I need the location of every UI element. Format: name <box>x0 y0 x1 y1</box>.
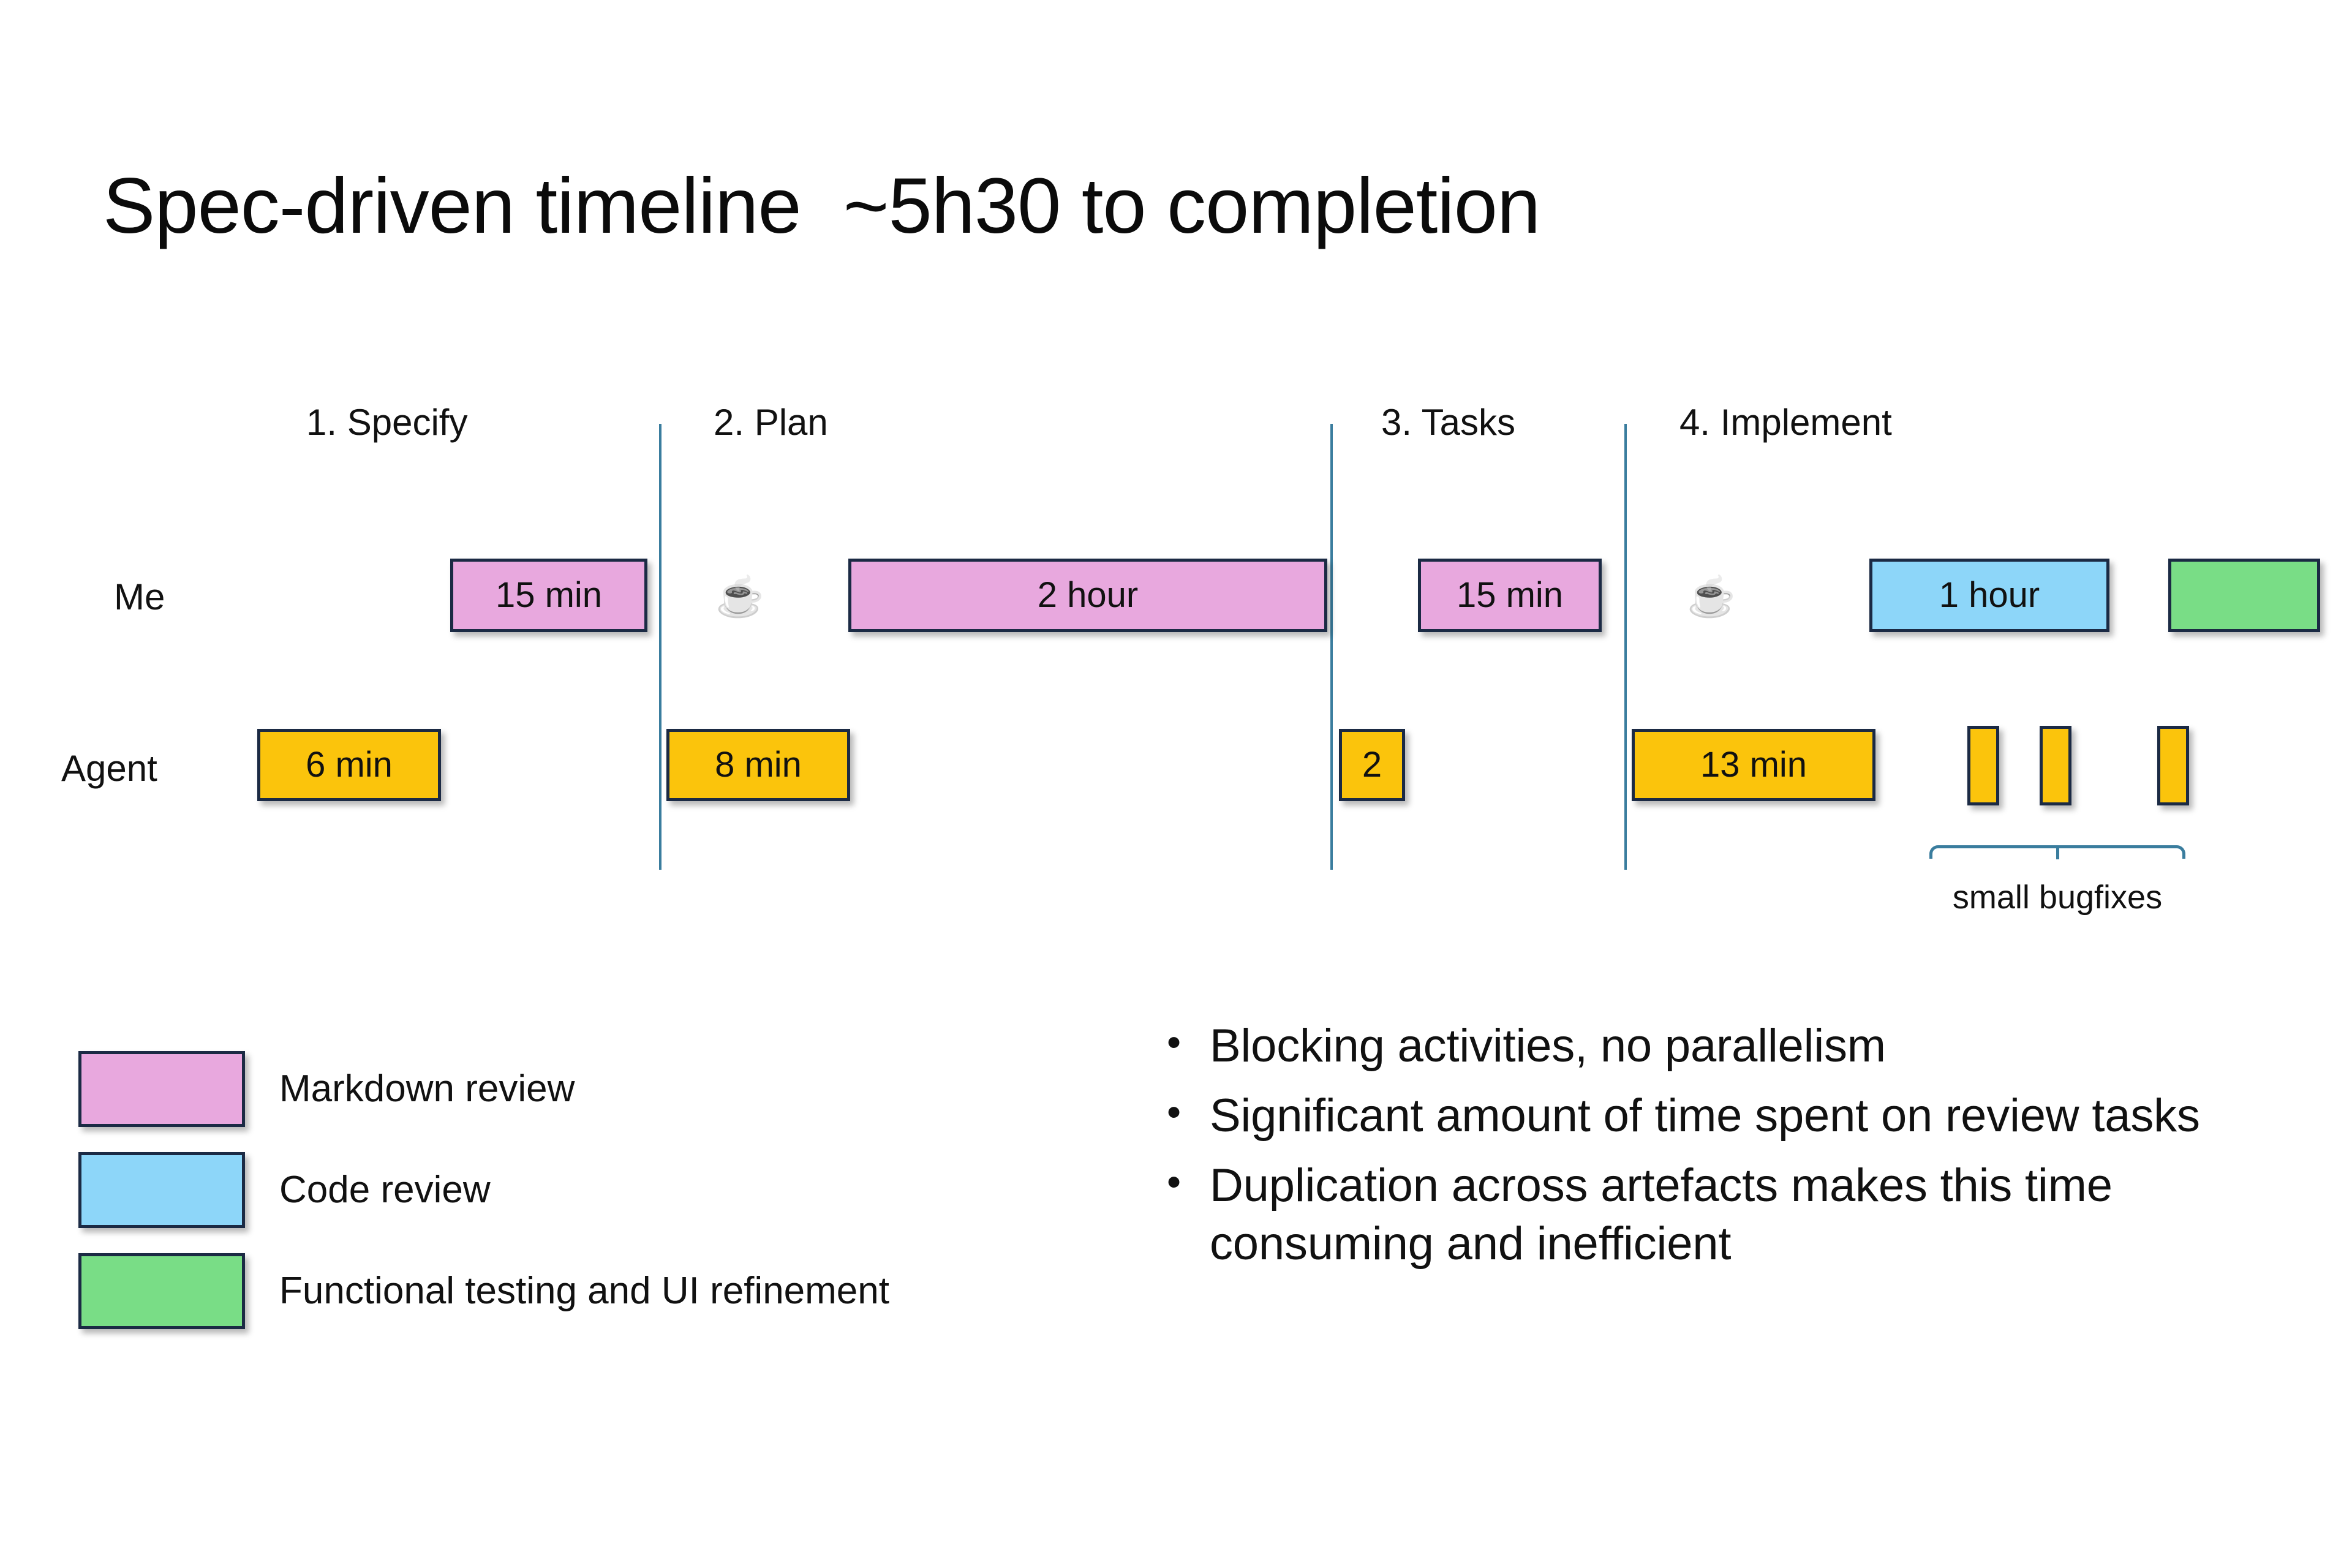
legend: Markdown review Code review Functional t… <box>78 1038 1120 1341</box>
phase-divider-1 <box>659 424 662 870</box>
bar-me-implement-functional-testing[interactable] <box>2168 559 2320 632</box>
legend-label-code-review: Code review <box>279 1168 491 1211</box>
bullet-marker-icon: • <box>1167 1158 1182 1204</box>
bugfix-label: small bugfixes <box>1952 879 2163 916</box>
bar-me-specify-markdown-review[interactable]: 15 min <box>450 559 647 632</box>
bar-agent-bugfix-1[interactable] <box>1967 726 1999 805</box>
legend-swatch-functional-testing <box>78 1253 245 1329</box>
coffee-cup-icon-2: ☕ <box>1687 575 1736 619</box>
phase-label-tasks: 3. Tasks <box>1381 402 1515 443</box>
legend-label-functional-testing: Functional testing and UI refinement <box>279 1269 889 1312</box>
list-item: • Blocking activities, no parallelism <box>1167 1017 2269 1076</box>
row-label-agent: Agent <box>61 748 157 789</box>
phase-label-plan: 2. Plan <box>714 402 828 443</box>
bar-me-implement-code-review[interactable]: 1 hour <box>1869 559 2109 632</box>
legend-swatch-code-review <box>78 1152 245 1228</box>
bar-agent-bugfix-3[interactable] <box>2157 726 2189 805</box>
legend-swatch-markdown-review <box>78 1050 245 1127</box>
bullet-text: Significant amount of time spent on revi… <box>1210 1089 2200 1142</box>
bullet-marker-icon: • <box>1167 1019 1182 1065</box>
bugfix-bracket-stem <box>2056 847 2059 859</box>
page-title: Spec-driven timeline ~5h30 to completion <box>103 162 1540 250</box>
bar-me-plan-markdown-review[interactable]: 2 hour <box>848 559 1327 632</box>
bar-agent-bugfix-2[interactable] <box>2040 726 2071 805</box>
legend-item-functional-testing: Functional testing and UI refinement <box>78 1240 1120 1341</box>
phase-divider-3 <box>1624 424 1627 870</box>
legend-label-markdown-review: Markdown review <box>279 1067 575 1110</box>
bar-agent-plan[interactable]: 8 min <box>666 729 850 801</box>
row-label-me: Me <box>114 576 165 617</box>
list-item: • Duplication across artefacts makes thi… <box>1167 1156 2269 1274</box>
list-item: • Significant amount of time spent on re… <box>1167 1087 2269 1145</box>
bullet-marker-icon: • <box>1167 1088 1182 1134</box>
coffee-cup-icon: ☕ <box>715 575 764 619</box>
bar-me-tasks-markdown-review[interactable]: 15 min <box>1418 559 1602 632</box>
bar-agent-specify[interactable]: 6 min <box>257 729 441 801</box>
timeline-chart: 1. Specify 2. Plan 3. Tasks 4. Implement… <box>61 402 2320 916</box>
bullet-list: • Blocking activities, no parallelism • … <box>1167 1017 2269 1284</box>
bar-agent-implement[interactable]: 13 min <box>1632 729 1875 801</box>
phase-label-implement: 4. Implement <box>1679 402 1892 443</box>
bugfix-bracket <box>1929 845 2185 859</box>
bar-agent-tasks[interactable]: 2 <box>1339 729 1405 801</box>
phase-label-specify: 1. Specify <box>306 402 468 443</box>
bullet-text: Duplication across artefacts makes this … <box>1210 1159 2113 1270</box>
legend-item-markdown-review: Markdown review <box>78 1038 1120 1139</box>
legend-item-code-review: Code review <box>78 1139 1120 1240</box>
bullet-text: Blocking activities, no parallelism <box>1210 1020 1886 1072</box>
phase-divider-2 <box>1330 424 1333 870</box>
